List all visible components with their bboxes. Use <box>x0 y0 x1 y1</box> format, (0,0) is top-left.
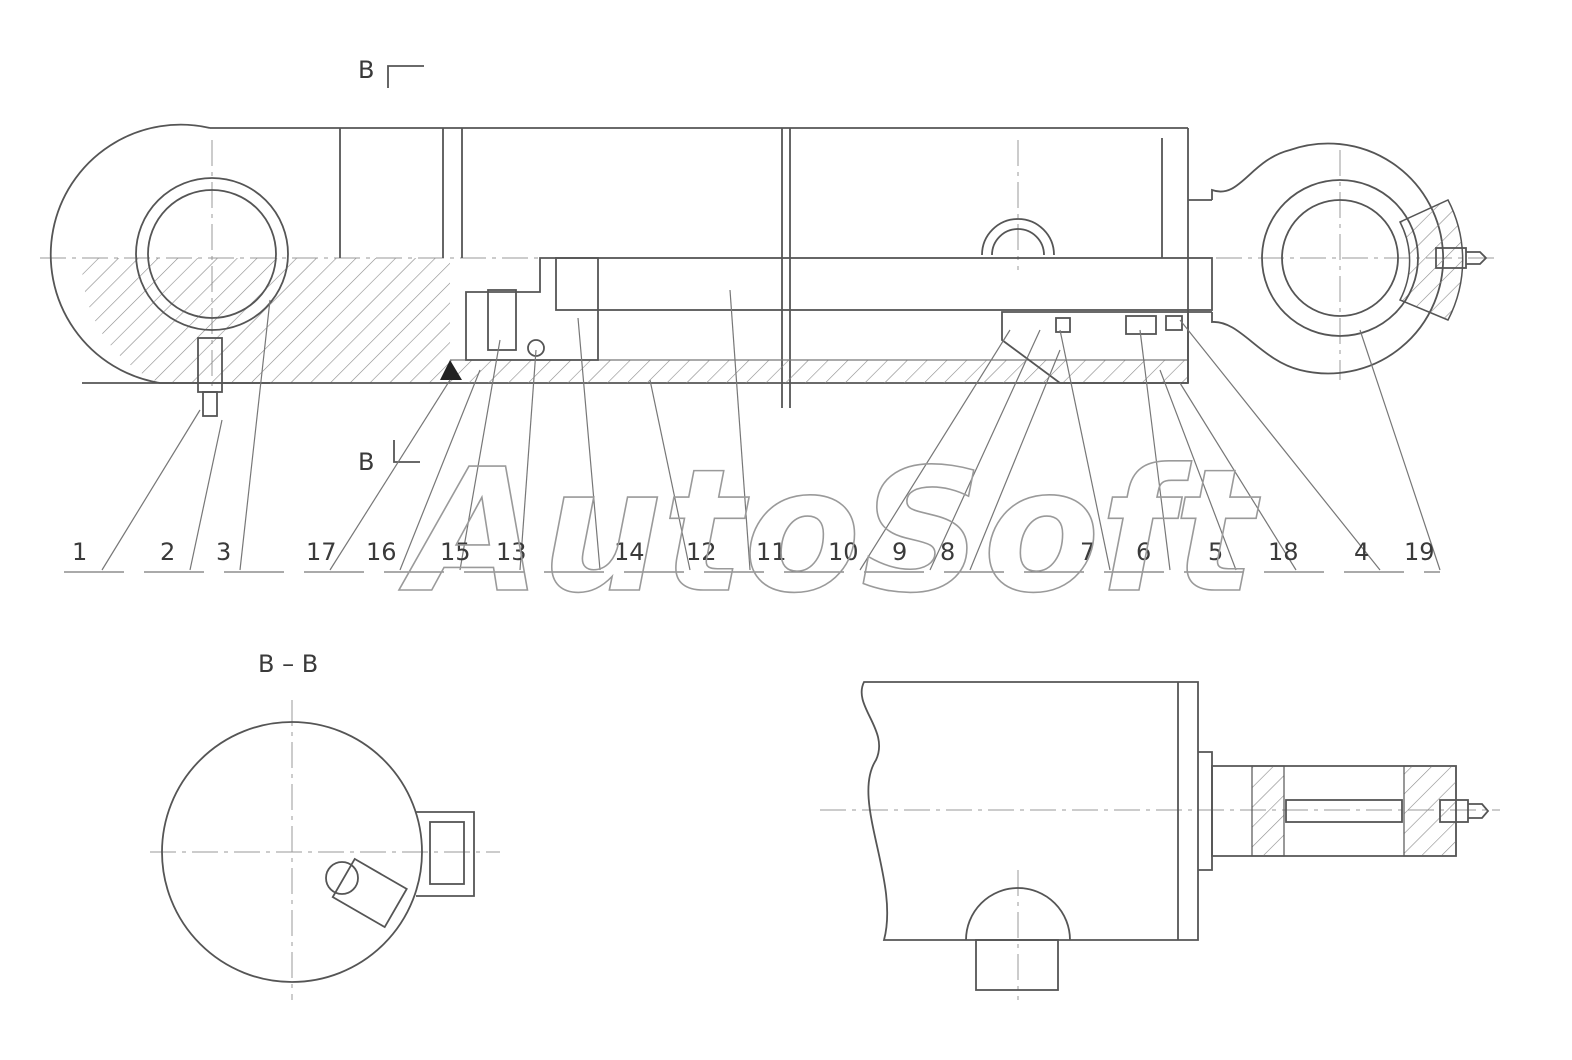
wiper-seal <box>1165 315 1183 331</box>
port-inner-arc <box>991 228 1045 256</box>
callout-2: 2 <box>160 538 175 566</box>
callout-6: 6 <box>1136 538 1151 566</box>
leader-9 <box>929 329 1041 571</box>
callout-4: 4 <box>1354 538 1369 566</box>
callout-19: 19 <box>1404 538 1435 566</box>
leader-15 <box>459 339 501 571</box>
leader-12 <box>649 379 691 571</box>
section-round-body <box>161 721 423 983</box>
callout-10: 10 <box>828 538 859 566</box>
rear-grease-nipple <box>202 391 218 417</box>
detail-port-stub <box>975 939 1059 991</box>
rod-eye-grease-nipple <box>1466 251 1488 265</box>
leader-14 <box>577 317 601 571</box>
rear-bushing-outer <box>135 177 289 331</box>
callout-8: 8 <box>940 538 955 566</box>
rear-bushing-inner <box>147 189 277 319</box>
leader-8 <box>969 349 1061 571</box>
rod-seal <box>1125 315 1157 335</box>
gland-o-ring <box>1055 317 1071 333</box>
piston-lock-screw <box>487 289 517 351</box>
callout-15: 15 <box>440 538 471 566</box>
detail-grease-fitting <box>1439 799 1469 823</box>
leader-4 <box>1179 319 1381 571</box>
section-boss <box>416 811 475 897</box>
rod-eye-section-hatch <box>1398 199 1464 321</box>
callout-7: 7 <box>1080 538 1095 566</box>
leader-6 <box>1139 329 1171 571</box>
detail-port-boss <box>965 887 1071 941</box>
port-outer-arc <box>981 218 1055 256</box>
callout-17: 17 <box>306 538 337 566</box>
detail-tube-body <box>860 681 1199 941</box>
rear-seal-element <box>440 360 462 380</box>
leader-2 <box>189 419 223 571</box>
rod-eye-grease-fitting <box>1435 247 1467 269</box>
watermark: AutoSoft <box>398 433 1261 631</box>
detail-view <box>820 681 1500 1000</box>
section-arrow-top <box>387 65 424 88</box>
callout-11: 11 <box>756 538 787 566</box>
rod-eye-bushing-inner <box>1281 199 1399 317</box>
gland-section <box>1001 311 1189 384</box>
section-fitting-body <box>331 857 408 929</box>
section-view-title: B – B <box>258 650 318 678</box>
callout-12: 12 <box>686 538 717 566</box>
piston-section <box>465 257 599 361</box>
leader-3 <box>239 299 271 571</box>
leader-lines <box>64 289 1441 573</box>
rear-head-section-hatch <box>81 258 450 383</box>
section-arrow-bottom <box>393 440 420 463</box>
leader-19 <box>1359 329 1441 571</box>
callout-13: 13 <box>496 538 527 566</box>
callout-3: 3 <box>216 538 231 566</box>
section-b-b-view <box>150 700 500 1000</box>
callout-5: 5 <box>1208 538 1223 566</box>
detail-pin-bore <box>1285 799 1403 823</box>
rod-eye-bushing-outer <box>1261 179 1419 337</box>
leader-1 <box>101 409 201 571</box>
section-marker-bottom: B <box>358 448 374 476</box>
piston-rod <box>555 257 1213 311</box>
callout-18: 18 <box>1268 538 1299 566</box>
tube-wall-section <box>450 360 1188 383</box>
section-fitting-hole <box>325 861 359 895</box>
callout-14: 14 <box>614 538 645 566</box>
leader-7 <box>1059 329 1111 571</box>
detail-grease-nipple <box>1468 803 1490 819</box>
section-marker-top: B <box>358 56 374 84</box>
detail-rod-neck <box>1198 751 1213 871</box>
detail-eye-hatch-right <box>1403 765 1457 857</box>
callout-1: 1 <box>72 538 87 566</box>
callout-labels: 1 2 3 17 16 15 13 14 12 11 10 9 8 7 6 5 … <box>72 538 1435 566</box>
callout-9: 9 <box>892 538 907 566</box>
leader-5 <box>1159 369 1237 571</box>
leader-11 <box>729 289 751 571</box>
rear-eye-outline <box>49 123 270 384</box>
leader-17 <box>329 379 451 571</box>
section-boss-bore <box>429 821 465 885</box>
main-assembly-view <box>40 65 1500 463</box>
leader-13 <box>519 349 537 571</box>
callout-16: 16 <box>366 538 397 566</box>
leader-16 <box>399 369 481 571</box>
detail-eye-hatch-left <box>1251 765 1285 857</box>
leader-10 <box>859 329 1011 571</box>
leader-18 <box>1179 382 1297 571</box>
